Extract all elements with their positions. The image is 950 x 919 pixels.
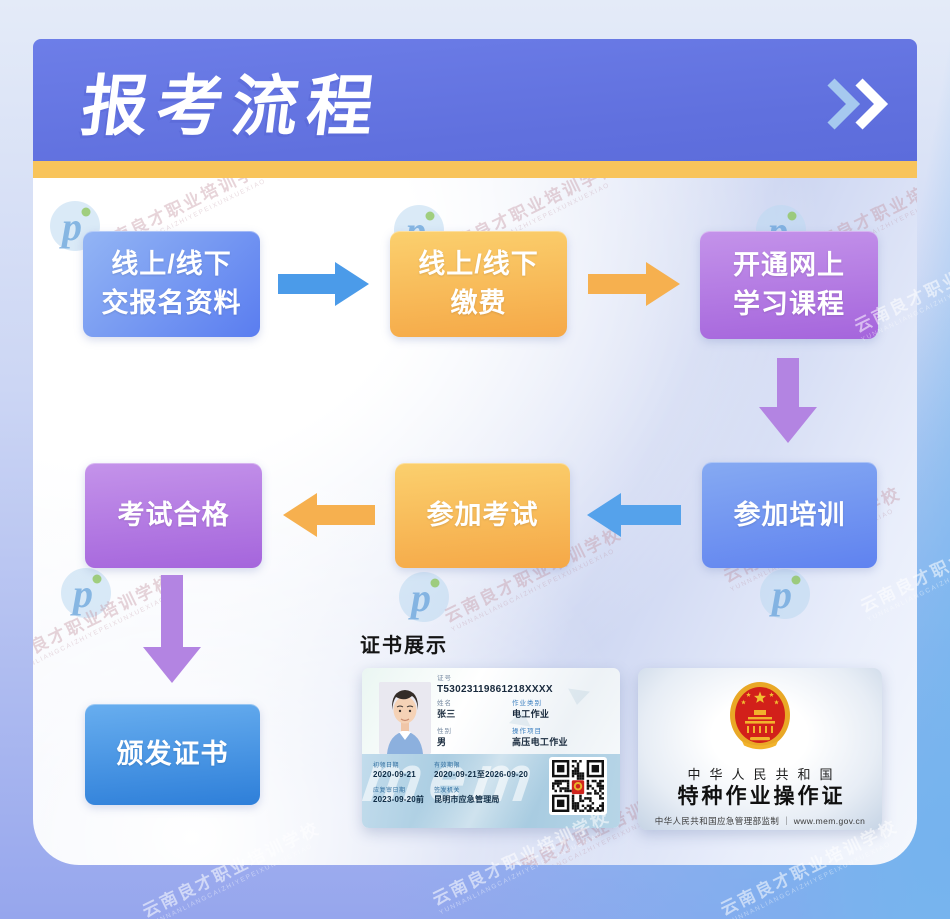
field-cert-no: 证号 T53023119861218XXXX (437, 675, 553, 695)
certificate-title: 特种作业操作证 (677, 785, 846, 808)
certificate-section-label: 证书展示 (360, 635, 448, 657)
field-first-issue: 初领日期 2020-09-21 (373, 763, 416, 779)
svg-text:p: p (70, 571, 93, 616)
school-logo-icon: p (398, 571, 450, 628)
certificate-footer: 中华人民共和国应急管理部监制 ｜ www.mem.gov.cn (654, 816, 866, 826)
field-name: 姓名 张三 (437, 700, 456, 719)
flow-step-attend-training: 参加培训 (702, 462, 877, 568)
svg-text:p: p (59, 204, 82, 249)
arrow-right-icon (278, 274, 335, 294)
flow-step-pay-fee: 线上/线下 缴费 (390, 231, 567, 337)
field-gender: 性别 男 (437, 728, 452, 747)
card-pattern-triangle (566, 688, 590, 707)
double-chevron-icon (827, 78, 889, 130)
certificate-id-card: 证号 T53023119861218XXXX 姓名 张三 作业类别 电工作业 性… (362, 668, 620, 828)
flow-step-issue-certificate: 颁发证书 (85, 704, 260, 805)
svg-text:p: p (408, 575, 431, 620)
flow-step-take-exam: 参加考试 (395, 463, 570, 568)
accent-strip (33, 161, 917, 178)
flow-step-open-course: 开通网上 学习课程 (700, 231, 878, 339)
field-project: 操作项目 高压电工作业 (512, 728, 568, 747)
school-logo-icon: p (60, 567, 112, 624)
arrow-down-icon (777, 358, 799, 407)
avatar-photo (379, 682, 431, 754)
arrow-left-icon (621, 505, 681, 525)
flow-step-submit-materials: 线上/线下 交报名资料 (83, 231, 260, 337)
country-name: 中华人民共和国 (687, 767, 842, 782)
flow-step-pass-exam: 考试合格 (85, 463, 262, 568)
field-review-date: 应复审日期 2023-09-20前 (373, 788, 425, 804)
national-emblem-icon (730, 682, 790, 750)
field-valid-period: 有效期限 2020-09-21至2026-09-20 (434, 763, 529, 779)
arrow-down-icon (161, 575, 183, 647)
header-banner: 报考流程 (33, 39, 917, 161)
arrow-right-icon (588, 274, 646, 294)
field-category: 作业类别 电工作业 (512, 700, 550, 719)
qr-code (549, 757, 607, 815)
svg-text:p: p (769, 572, 792, 617)
field-authority: 签发机关 昆明市应急管理局 (434, 788, 500, 804)
certificate-cover-card: 中华人民共和国 特种作业操作证 中华人民共和国应急管理部监制 ｜ www.mem… (638, 668, 882, 830)
arrow-left-icon (317, 505, 375, 525)
school-logo-icon: p (759, 568, 811, 625)
page-title: 报考流程 (77, 69, 387, 143)
